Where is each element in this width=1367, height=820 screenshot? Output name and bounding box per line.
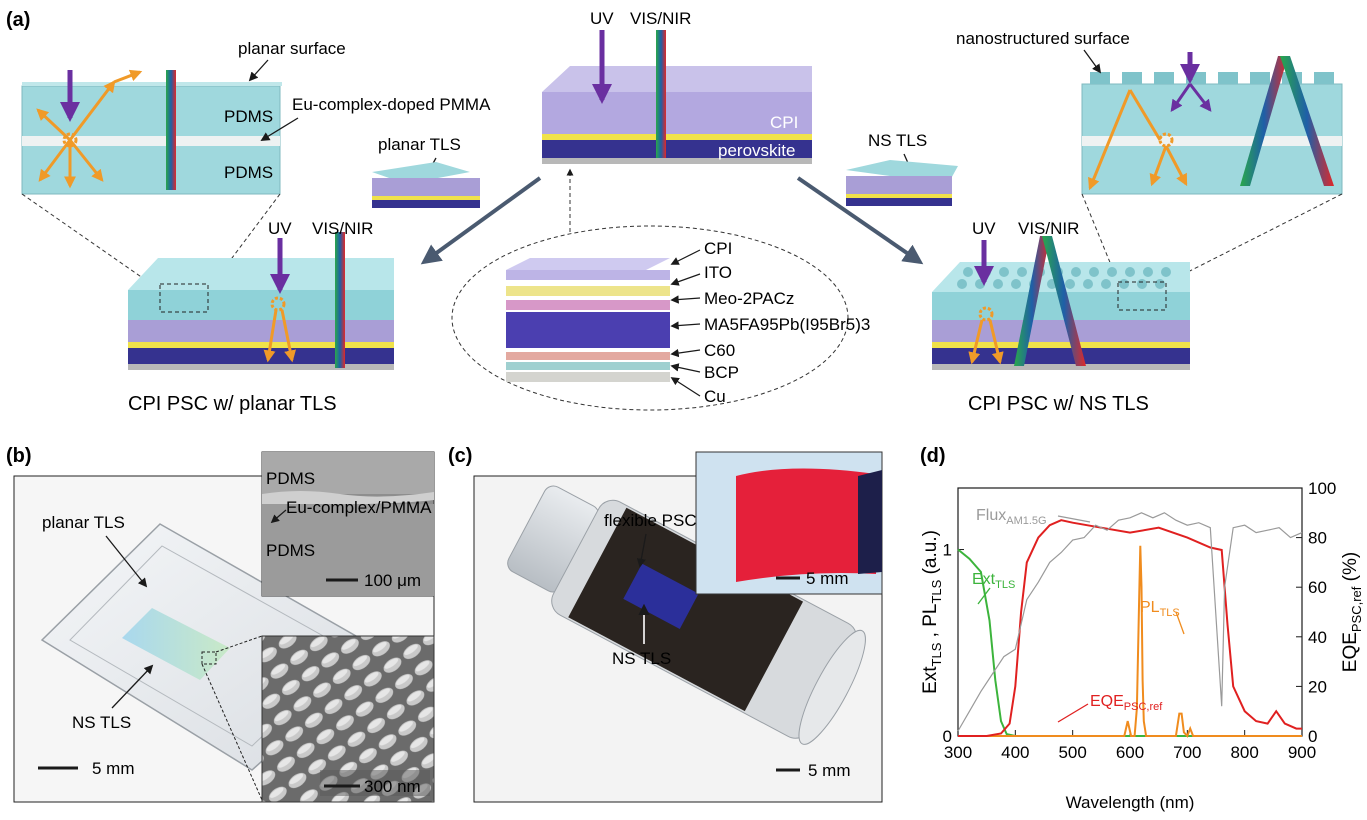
ylabel-left-sub: TLS (929, 642, 944, 666)
vial-icon (507, 485, 866, 745)
sem-scale: 300 nm (364, 777, 421, 796)
x-tick-label: 400 (1001, 743, 1029, 762)
ns-surface-label: nanostructured surface (956, 29, 1130, 48)
stack-layer-c60: C60 (704, 341, 735, 360)
ns-tls-small: NS TLS (846, 131, 958, 206)
stack-layer-cpi: CPI (704, 239, 732, 258)
b-scale-main: 5 mm (92, 759, 135, 778)
red-device-inset: 5 mm (695, 451, 883, 595)
emission-burst-icon (36, 69, 143, 189)
pdms-top-label: PDMS (224, 107, 273, 126)
vis-label-left: VIS/NIR (312, 219, 373, 238)
uv-label-right: UV (972, 219, 996, 238)
vis-label-top: VIS/NIR (630, 9, 691, 28)
ylabel-right-main: EQE (1340, 632, 1361, 672)
label-ext: ExtTLS (972, 571, 1015, 591)
y-axis-right-label: EQEPSC,ref (%) (1340, 552, 1364, 672)
cpi-perovskite-device: UV VIS/NIR CPI perovskite (420, 9, 924, 265)
b-planar-tls-label: planar TLS (42, 513, 125, 532)
stack-layer-meo: Meo-2PACz (704, 289, 794, 308)
x-tick-label: 900 (1288, 743, 1316, 762)
panel-c: (c) flexible PSC NS TLS 5 mm 5 mm (448, 445, 883, 803)
x-axis-label: Wavelength (nm) (1066, 793, 1195, 812)
ylabel-left-sep: , PL (920, 604, 941, 643)
planar-tls-device: UV VIS/NIR CPI PSC w/ planar TLS (128, 219, 394, 415)
y-tick-label: 0 (943, 727, 952, 746)
sem-inset: 300 nm (261, 635, 435, 803)
perovskite-layer-label: perovskite (718, 141, 795, 160)
x-tick-label: 700 (1173, 743, 1201, 762)
caption-ns: CPI PSC w/ NS TLS (968, 393, 1149, 415)
series-line-pl-tls (958, 545, 1302, 738)
x-tick-label: 800 (1230, 743, 1258, 762)
ylabel-left-tail: (a.u.) (920, 530, 941, 580)
ylabel-right-tail: (%) (1340, 552, 1361, 587)
stack-layer-perovskite: MA5FA95Pb(I95Br5)3 (704, 315, 870, 334)
inset-pdms-top: PDMS (266, 469, 315, 488)
y-tick-label: 1 (943, 541, 952, 560)
y2-tick-label: 20 (1308, 677, 1327, 696)
panel-a: (a) PDMS PDMS planar surface Eu-complex-… (6, 9, 1343, 415)
y2-tick-label: 40 (1308, 628, 1327, 647)
panel-c-tag: (c) (448, 445, 472, 467)
pdms-bottom-label: PDMS (224, 163, 273, 182)
panel-b: (b) planar TLS NS TLS 5 mm PDMS Eu-compl… (6, 445, 435, 803)
eu-pmma-label: Eu-complex-doped PMMA (292, 95, 491, 114)
x-tick-label: 600 (1116, 743, 1144, 762)
vis-label-right: VIS/NIR (1018, 219, 1079, 238)
x-tick-label: 500 (1058, 743, 1086, 762)
b-ns-tls-label: NS TLS (72, 713, 131, 732)
label-flux: FluxAM1.5G (976, 507, 1047, 527)
caption-planar: CPI PSC w/ planar TLS (128, 393, 337, 415)
c-flexible-psc-label: flexible PSC (604, 511, 697, 530)
ylabel-left-main: Ext (920, 666, 941, 694)
series-line-flux-am1-5g (957, 512, 1303, 732)
planar-tls-zoom: PDMS PDMS planar surface Eu-complex-dope… (21, 39, 491, 291)
ylabel-right-sub: PSC,ref (1349, 586, 1364, 632)
ns-tls-label-a: NS TLS (868, 131, 927, 150)
c-ns-tls-label: NS TLS (612, 649, 671, 668)
ns-tls-device: UV VIS/NIR CPI PSC w/ NS TLS (932, 219, 1190, 415)
y2-tick-label: 80 (1308, 529, 1327, 548)
cross-section-inset: PDMS Eu-complex/PMMA PDMS 100 μm (261, 451, 435, 597)
ns-tls-zoom: nanostructured surface (956, 29, 1343, 283)
stack-layer-ito: ITO (704, 263, 732, 282)
panel-d-tag: (d) (920, 445, 946, 467)
y2-tick-label: 60 (1308, 578, 1327, 597)
series-line-eqe-psc-ref (958, 519, 1302, 737)
panel-b-tag: (b) (6, 445, 32, 467)
label-eqe: EQEPSC,ref (1090, 693, 1163, 713)
layer-stack: CPI ITO Meo-2PACz MA5FA95Pb(I95Br5)3 C60… (451, 225, 870, 411)
planar-surface-label: planar surface (238, 39, 346, 58)
inset-pdms-bottom: PDMS (266, 541, 315, 560)
x-tick-label: 300 (944, 743, 972, 762)
inset-eu-label: Eu-complex/PMMA (286, 498, 432, 517)
y2-tick-label: 100 (1308, 479, 1336, 498)
svg-text:ExtTLS , PLTLS (a.u.): ExtTLS , PLTLS (a.u.) (920, 530, 944, 694)
c-scale-main: 5 mm (808, 761, 851, 780)
y2-tick-label: 0 (1308, 727, 1317, 746)
cpi-layer-label: CPI (770, 113, 798, 132)
uv-label-left: UV (268, 219, 292, 238)
y-axis-left-label: ExtTLS , PLTLS (a.u.) (920, 530, 944, 694)
inset-scale: 100 μm (364, 571, 421, 590)
panel-a-tag: (a) (6, 9, 30, 31)
stack-layer-cu: Cu (704, 387, 726, 406)
label-pl: PLTLS (1140, 599, 1180, 619)
planar-tls-small: planar TLS (372, 135, 480, 208)
vis-beam-icon (166, 70, 176, 190)
ylabel-left-sub2: TLS (929, 579, 944, 603)
stack-layer-bcp: BCP (704, 363, 739, 382)
planar-tls-label: planar TLS (378, 135, 461, 154)
c-inset-scale: 5 mm (806, 569, 849, 588)
svg-text:EQEPSC,ref (%): EQEPSC,ref (%) (1340, 552, 1364, 672)
uv-label-top: UV (590, 9, 614, 28)
